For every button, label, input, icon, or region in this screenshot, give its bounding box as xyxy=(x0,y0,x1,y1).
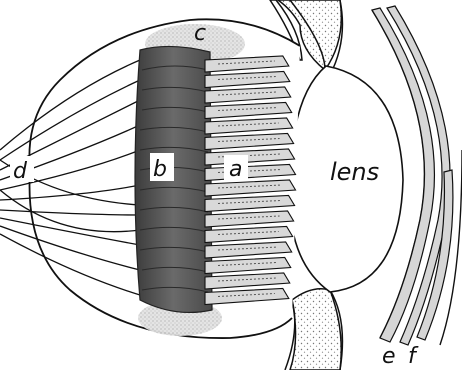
label-d-group: d xyxy=(10,156,34,184)
lower-dotted-tissue xyxy=(290,289,341,370)
label-a-group: a xyxy=(224,155,248,182)
label-a: a xyxy=(229,157,242,182)
label-lens: lens xyxy=(330,158,379,186)
label-f: f xyxy=(408,344,419,369)
label-b-group: b xyxy=(150,153,174,182)
label-e: e xyxy=(382,344,396,369)
label-c: c xyxy=(194,21,206,46)
label-b: b xyxy=(153,157,167,182)
label-d: d xyxy=(13,159,28,184)
